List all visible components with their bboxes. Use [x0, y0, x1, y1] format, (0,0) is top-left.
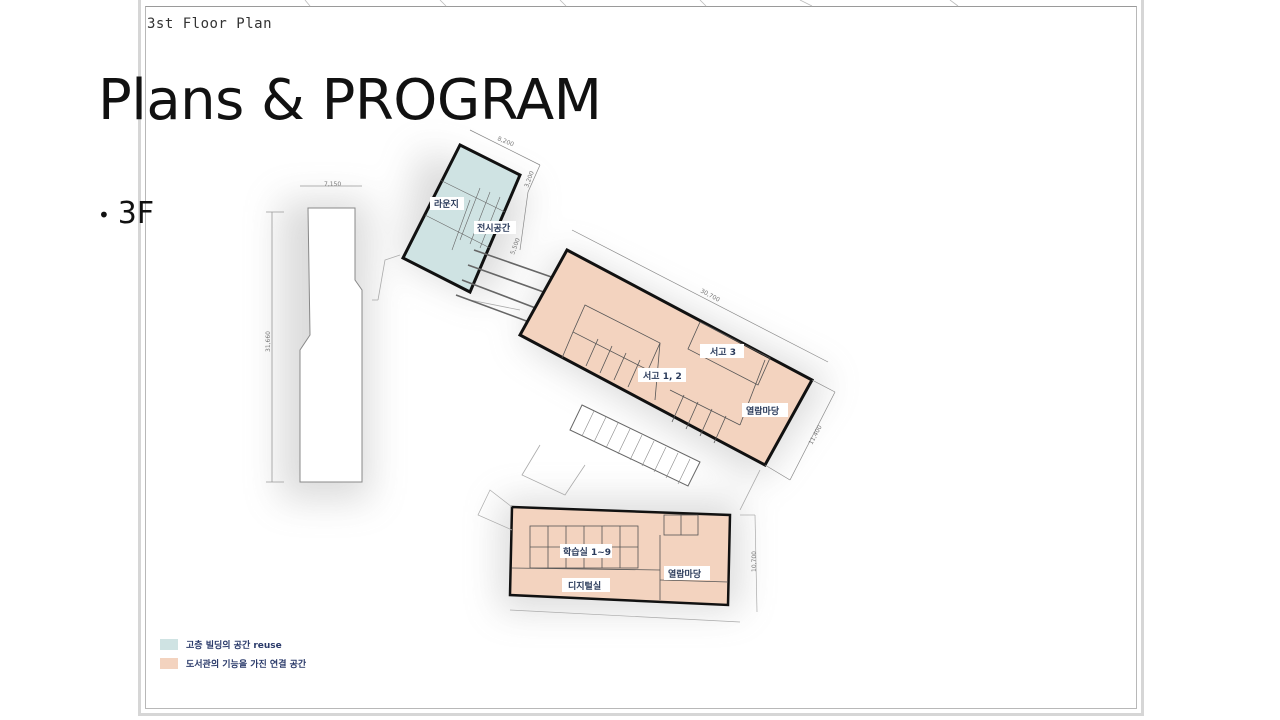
dimension-d7: 11,400 — [808, 424, 824, 446]
room-label-stack-3: 서고 3 — [710, 346, 736, 358]
plan-legend: 고층 빌딩의 공간 reuse 도서관의 기능을 가진 연결 공간 — [160, 638, 306, 676]
central-stair — [521, 404, 761, 511]
dimension-d8: 10,700 — [751, 551, 758, 572]
legend-label: 고층 빌딩의 공간 reuse — [186, 641, 282, 651]
slide-title: Plans & PROGRAM — [98, 68, 602, 133]
dimension-d3: 8,200 — [496, 135, 515, 148]
bullet-dot-icon: • — [98, 202, 110, 227]
existing-tower-outline — [299, 207, 363, 483]
bullet-text: 3F — [117, 196, 155, 231]
dimension-d2: 31,660 — [265, 331, 272, 352]
room-label-digital: 디지털실 — [568, 580, 601, 592]
digital-label-box — [562, 578, 610, 592]
legend-swatch-peach — [160, 658, 178, 669]
tower-dimension-lines — [266, 185, 362, 483]
lounge-label-box — [430, 197, 464, 210]
library-main-block — [517, 229, 836, 481]
legend-item-library: 도서관의 기능을 가진 연결 공간 — [160, 657, 306, 670]
room-label-stack-1-2: 서고 1, 2 — [643, 370, 682, 382]
openyard1-label-box — [742, 403, 788, 417]
construction-lines — [304, 0, 959, 7]
bullet-item: • 3F — [98, 196, 154, 231]
dimension-d1: 7,150 — [324, 181, 341, 188]
exhibition-label-box — [474, 221, 516, 234]
floor-plan-label: 3st Floor Plan — [147, 16, 273, 32]
stack12-label-box — [638, 368, 686, 382]
bridge-connection — [455, 249, 561, 327]
room-label-open-yard-2: 열람마당 — [668, 568, 702, 580]
legend-item-reuse: 고층 빌딩의 공간 reuse — [160, 638, 306, 651]
openyard2-label-box — [664, 566, 710, 580]
drawing-frame — [145, 6, 1137, 709]
legend-swatch-teal — [160, 639, 178, 650]
room-label-exhibition: 전시공간 — [477, 222, 511, 234]
site-lines — [372, 254, 521, 311]
room-label-open-yard-1: 열람마당 — [746, 405, 780, 417]
study-label-box — [560, 544, 612, 558]
room-label-study-rooms: 학습실 1~9 — [563, 546, 611, 558]
stack3-label-box — [700, 344, 744, 358]
legend-label: 도서관의 기능을 가진 연결 공간 — [186, 660, 307, 670]
room-label-lounge: 라운지 — [434, 198, 459, 210]
